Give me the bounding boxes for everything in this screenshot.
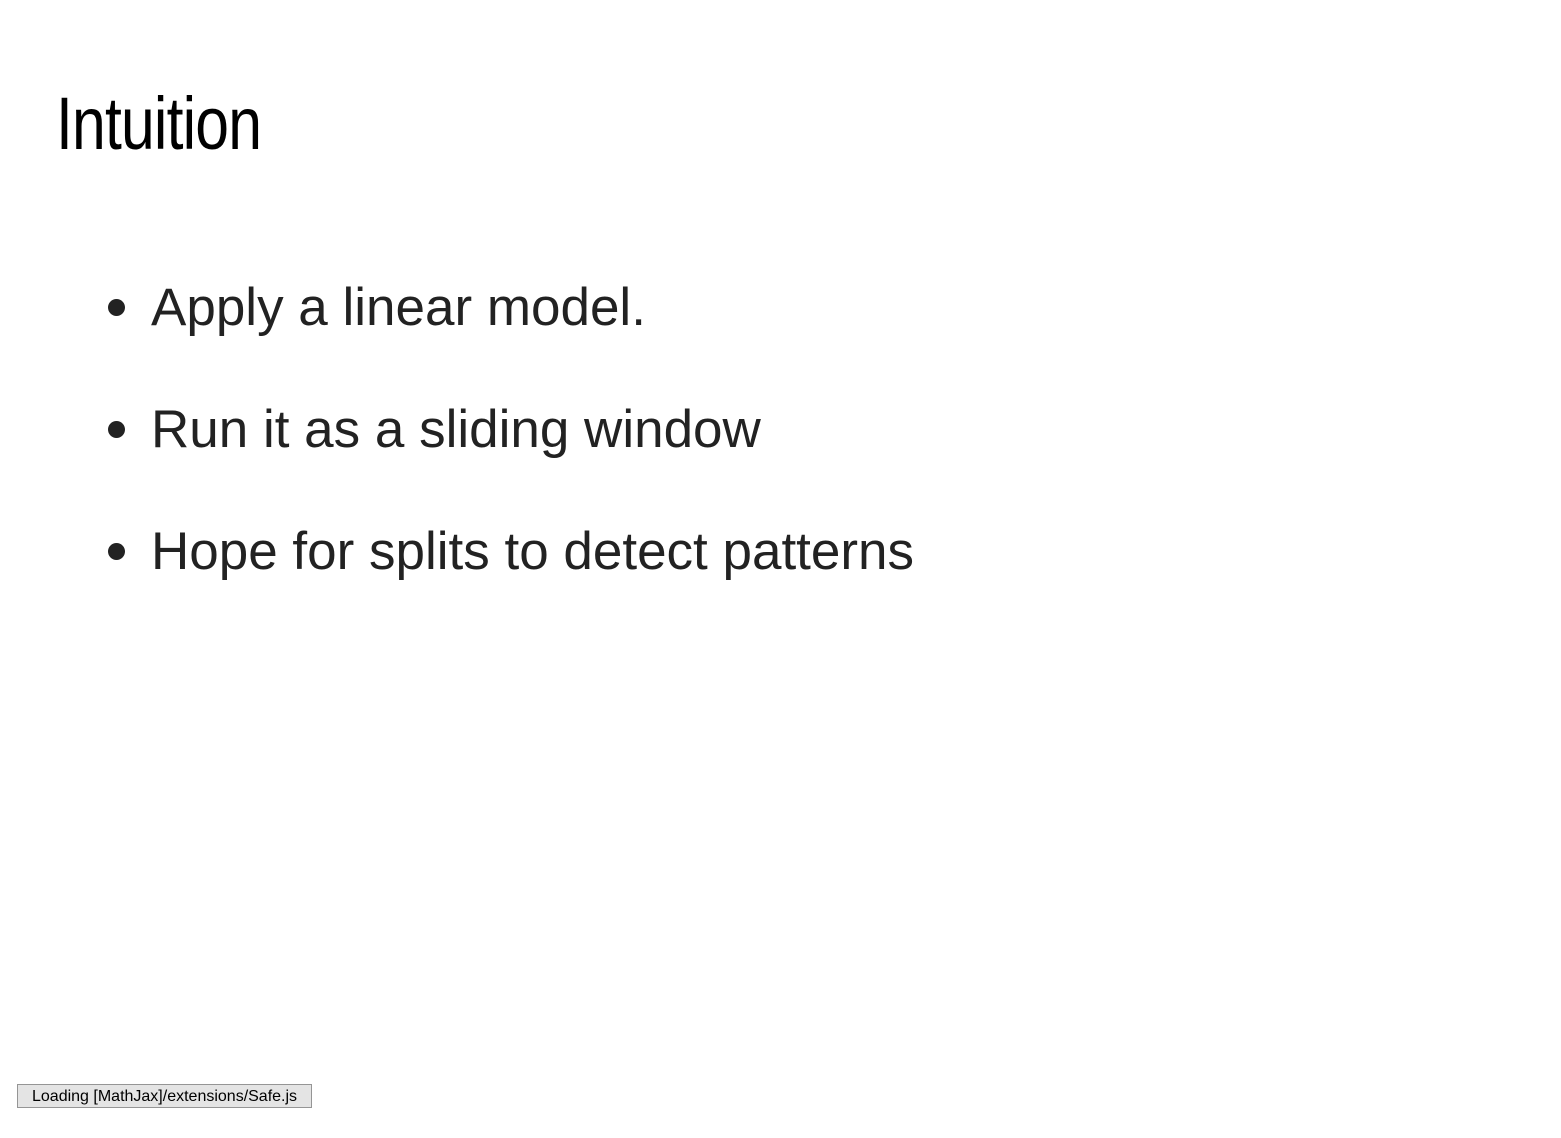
bullet-list: Apply a linear model. Run it as a slidin… (108, 272, 914, 638)
list-item: Hope for splits to detect patterns (108, 516, 914, 586)
bullet-icon (108, 542, 125, 560)
bullet-text: Apply a linear model. (151, 277, 646, 337)
list-item: Run it as a sliding window (108, 394, 914, 464)
mathjax-loading-status: Loading [MathJax]/extensions/Safe.js (17, 1084, 313, 1108)
list-item: Apply a linear model. (108, 272, 914, 342)
slide-title: Intuition (56, 82, 262, 165)
bullet-icon (108, 298, 125, 316)
bullet-text: Run it as a sliding window (151, 399, 761, 459)
bullet-text: Hope for splits to detect patterns (151, 521, 915, 581)
bullet-icon (108, 420, 125, 438)
